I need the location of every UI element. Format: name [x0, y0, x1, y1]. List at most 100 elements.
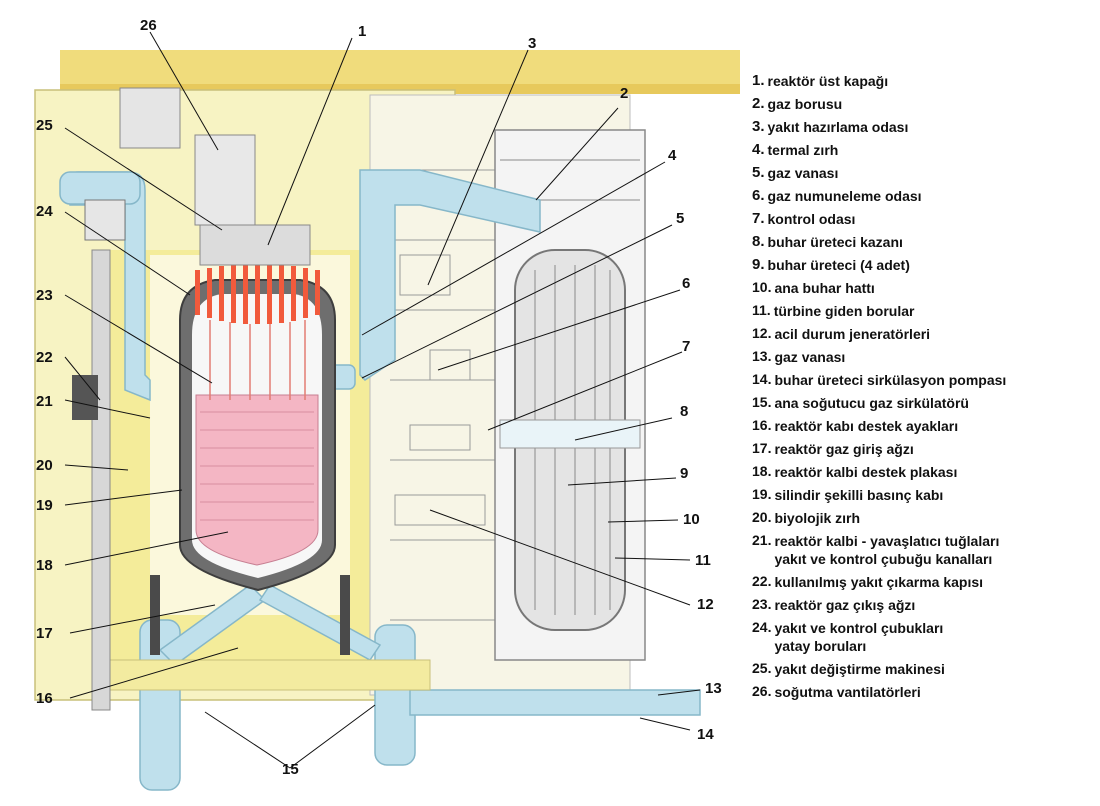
legend-number: 11. [752, 302, 771, 318]
legend-text: reaktör gaz çıkış ağzı [774, 597, 916, 613]
fuel-rod [303, 268, 308, 318]
support-leg [150, 575, 160, 655]
callout-23: 23 [36, 287, 53, 304]
callout-13: 13 [705, 680, 722, 697]
legend-item-20: 20. biyolojik zırh [752, 509, 1092, 527]
fuel-rod [315, 270, 320, 315]
legend-number: 16. [752, 417, 772, 433]
callout-18: 18 [36, 557, 53, 574]
fuel-rod [279, 265, 284, 323]
callout-20: 20 [36, 457, 53, 474]
bottom-foundation [109, 659, 431, 691]
callout-7: 7 [682, 338, 691, 355]
legend-item-9: 9. buhar üreteci (4 adet) [752, 256, 1092, 274]
legend-number: 14. [752, 371, 772, 387]
legend-item-6: 6. gaz numuneleme odası [752, 187, 1092, 205]
legend-text: türbine giden borular [773, 303, 915, 319]
legend-text: reaktör gaz giriş ağzı [774, 441, 914, 457]
spent-fuel-hatch [72, 375, 98, 420]
callout-21: 21 [36, 393, 53, 410]
legend-number: 7. [752, 210, 765, 227]
legend-text: kontrol odası [767, 211, 856, 227]
left-box-unit [84, 199, 126, 241]
legend-item-19: 19. silindir şekilli basınç kabı [752, 486, 1092, 504]
legend-item-7: 7. kontrol odası [752, 210, 1092, 228]
callout-17: 17 [36, 625, 53, 642]
reactor-illustration [34, 31, 740, 791]
legend-number: 17. [752, 440, 772, 456]
callout-16: 16 [36, 690, 53, 707]
legend-text: buhar üreteci sirkülasyon pompası [774, 372, 1007, 388]
legend-item-2: 2. gaz borusu [752, 95, 1092, 113]
legend-item-3: 3. yakıt hazırlama odası [752, 118, 1092, 136]
legend-text: gaz vanası [767, 165, 839, 181]
top-slab-edge [60, 84, 740, 94]
bottom-horizontal-pipe [409, 689, 701, 716]
cooling-fan-unit [119, 87, 181, 149]
vessel-top-cap [199, 224, 311, 266]
legend-text: yakıt ve kontrol çubukları yatay borular… [774, 620, 944, 654]
legend-number: 21. [752, 532, 772, 548]
legend-number: 26. [752, 683, 772, 699]
legend-text: reaktör kalbi - yavaşlatıcı tuğlaları ya… [774, 533, 1000, 567]
legend-item-13: 13. gaz vanası [752, 348, 1092, 366]
fuel-rod [291, 266, 296, 321]
legend-text: reaktör üst kapağı [767, 73, 889, 89]
legend-number: 9. [752, 256, 765, 273]
callout-5: 5 [676, 210, 685, 227]
legend-text: biyolojik zırh [774, 510, 861, 526]
fuel-rod [231, 265, 236, 323]
legend-number: 23. [752, 596, 772, 612]
legend-number: 12. [752, 325, 772, 341]
legend: 1. reaktör üst kapağı 2. gaz borusu 3. y… [752, 72, 1092, 701]
legend-item-5: 5. gaz vanası [752, 164, 1092, 182]
legend-item-18: 18. reaktör kalbi destek plakası [752, 463, 1092, 481]
lower-right-pipe [374, 624, 416, 766]
legend-text: kullanılmış yakıt çıkarma kapısı [774, 574, 984, 590]
legend-number: 1. [752, 72, 765, 89]
legend-item-10: 10. ana buhar hattı [752, 279, 1092, 297]
legend-text: gaz numuneleme odası [767, 188, 922, 204]
legend-number: 19. [752, 486, 772, 502]
legend-number: 18. [752, 463, 772, 479]
legend-item-8: 8. buhar üreteci kazanı [752, 233, 1092, 251]
callout-10: 10 [683, 511, 700, 528]
legend-item-22: 22. kullanılmış yakıt çıkarma kapısı [752, 573, 1092, 591]
legend-text: termal zırh [767, 142, 839, 158]
legend-text: silindir şekilli basınç kabı [774, 487, 944, 503]
legend-item-11: 11. türbine giden borular [752, 302, 1092, 320]
legend-text: ana buhar hattı [774, 280, 875, 296]
legend-item-26: 26. soğutma vantilatörleri [752, 683, 1092, 701]
callout-9: 9 [680, 465, 689, 482]
legend-text: gaz vanası [774, 349, 846, 365]
legend-text: buhar üreteci (4 adet) [767, 257, 910, 273]
legend-item-4: 4. termal zırh [752, 141, 1092, 159]
callout-1: 1 [358, 23, 367, 40]
legend-number: 3. [752, 118, 765, 135]
reactor-core [195, 394, 319, 566]
legend-item-17: 17. reaktör gaz giriş ağzı [752, 440, 1092, 458]
legend-number: 2. [752, 95, 765, 112]
callout-6: 6 [682, 275, 691, 292]
legend-number: 5. [752, 164, 765, 181]
top-concrete-slab [60, 50, 740, 90]
legend-number: 4. [752, 141, 765, 158]
fuel-rod [207, 268, 212, 318]
callout-8: 8 [680, 403, 689, 420]
legend-text: yakıt değiştirme makinesi [774, 661, 945, 677]
legend-text: acil durum jeneratörleri [774, 326, 931, 342]
legend-text: reaktör kalbi destek plakası [774, 464, 958, 480]
refuelling-machine [194, 134, 256, 226]
fuel-rod [219, 266, 224, 321]
legend-number: 6. [752, 187, 765, 204]
spent-fuel-column [91, 249, 111, 711]
legend-number: 15. [752, 394, 772, 410]
fuel-rod [255, 264, 260, 324]
fuel-rod [195, 270, 200, 315]
legend-number: 24. [752, 619, 772, 635]
callout-15: 15 [282, 761, 299, 778]
legend-text: soğutma vantilatörleri [774, 684, 921, 700]
legend-item-14: 14. buhar üreteci sirkülasyon pompası [752, 371, 1092, 389]
callout-12: 12 [697, 596, 714, 613]
legend-number: 10. [752, 279, 772, 295]
